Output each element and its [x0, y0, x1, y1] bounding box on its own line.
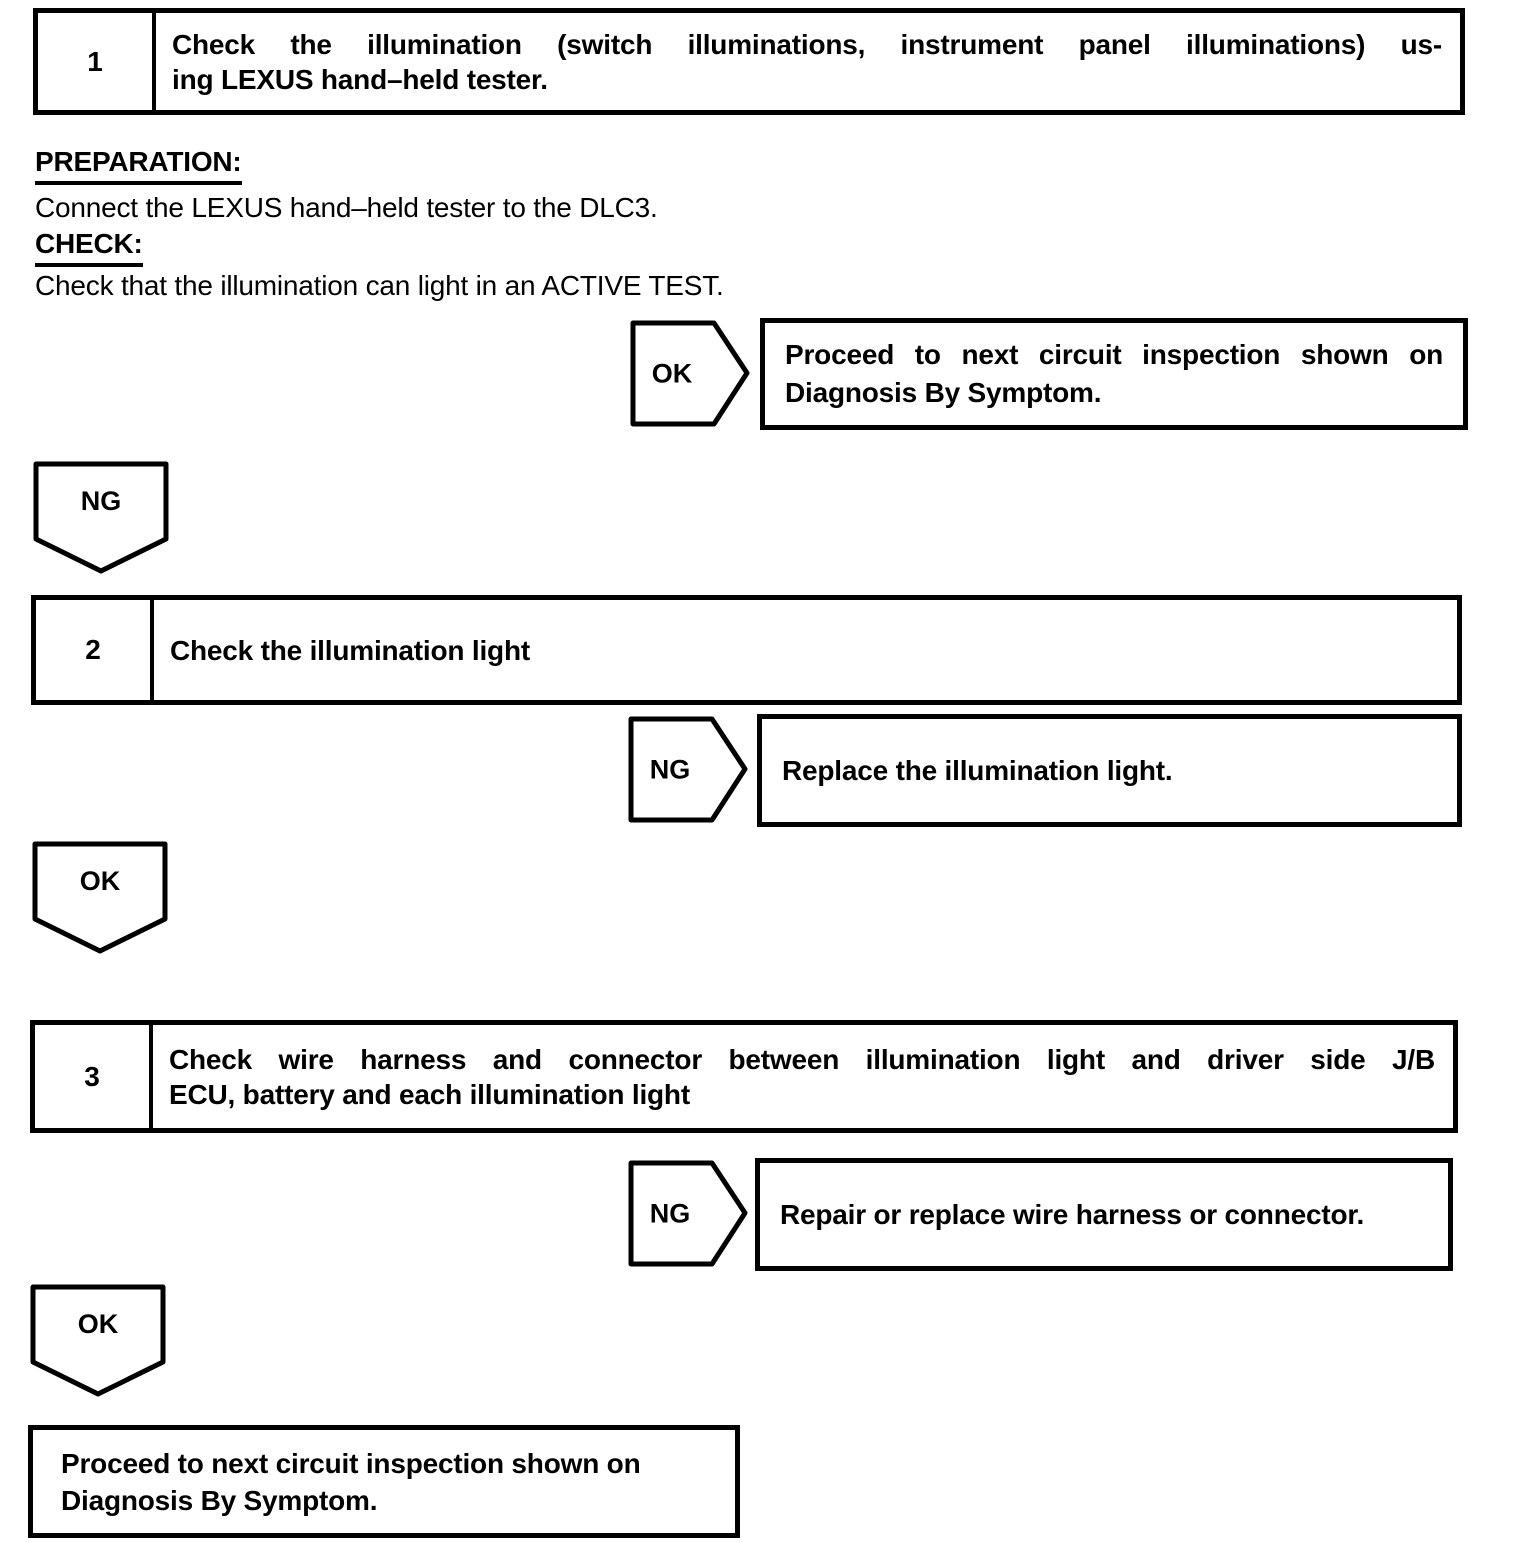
- result-1-line1: Proceed to next circuit inspection shown…: [785, 339, 1443, 370]
- result-box-2: Replace the illumination light.: [757, 714, 1462, 827]
- pentagon-down-icon: [32, 841, 168, 954]
- connector-label-ok-2: OK: [77, 1309, 119, 1339]
- arrow-right-icon: [628, 1160, 748, 1267]
- arrow-right-icon: [628, 716, 748, 823]
- step-number-3: 3: [35, 1025, 153, 1128]
- step-title-1-line1: Check the illumination (switch illuminat…: [172, 28, 1442, 60]
- decision-label-ok-1: OK: [651, 358, 693, 388]
- decision-label-ng-2: NG: [649, 1198, 691, 1228]
- pentagon-down-icon: [30, 1284, 166, 1397]
- result-box-3: Repair or replace wire harness or connec…: [755, 1158, 1453, 1271]
- check-heading: CHECK:: [35, 228, 143, 267]
- step-title-3-line1: Check wire harness and connector between…: [169, 1043, 1435, 1075]
- step-title-1-line2: ing LEXUS hand–held tester.: [172, 63, 548, 95]
- ng-connector-down-1: NG: [32, 460, 170, 575]
- connector-label-ok-1: OK: [79, 866, 121, 896]
- final-box-line2: Diagnosis By Symptom.: [61, 1484, 378, 1516]
- ng-decision-arrow-1: NG: [628, 716, 748, 823]
- result-2-line1: Replace the illumination light.: [782, 754, 1173, 786]
- step-box-2: 2 Check the illumination light: [31, 595, 1462, 705]
- preparation-label: PREPARATION:: [35, 146, 242, 185]
- arrow-right-icon: [630, 320, 750, 427]
- ok-connector-down-2: OK: [29, 1283, 167, 1398]
- step-title-2-line1: Check the illumination light: [170, 634, 530, 666]
- step-title-2: Check the illumination light: [154, 600, 1457, 700]
- ok-connector-down-1: OK: [31, 840, 169, 955]
- final-result-box: Proceed to next circuit inspection shown…: [28, 1425, 740, 1538]
- step-box-3: 3 Check wire harness and connector betwe…: [30, 1020, 1458, 1133]
- check-text: Check that the illumination can light in…: [35, 270, 724, 301]
- step-number-1: 1: [38, 13, 156, 110]
- step-title-1: Check the illumination (switch illuminat…: [156, 13, 1460, 110]
- decision-label-ng-1: NG: [649, 754, 691, 784]
- result-1-line2: Diagnosis By Symptom.: [785, 377, 1102, 408]
- step-title-3-line2: ECU, battery and each illumination light: [169, 1078, 690, 1110]
- step-title-3: Check wire harness and connector between…: [153, 1025, 1453, 1128]
- connector-label-ng-1: NG: [80, 486, 122, 516]
- ng-decision-arrow-2: NG: [628, 1160, 748, 1267]
- result-box-1: Proceed to next circuit inspection shown…: [760, 318, 1468, 430]
- pentagon-down-icon: [33, 461, 169, 574]
- check-label: CHECK:: [35, 228, 143, 267]
- step-box-1: 1 Check the illumination (switch illumin…: [33, 8, 1465, 115]
- result-3-line1: Repair or replace wire harness or connec…: [780, 1198, 1365, 1230]
- step-number-2: 2: [36, 600, 154, 700]
- final-box-line1: Proceed to next circuit inspection shown…: [61, 1447, 641, 1479]
- preparation-text: Connect the LEXUS hand–held tester to th…: [35, 192, 658, 223]
- ok-decision-arrow-1: OK: [630, 320, 750, 427]
- preparation-heading: PREPARATION:: [35, 146, 242, 185]
